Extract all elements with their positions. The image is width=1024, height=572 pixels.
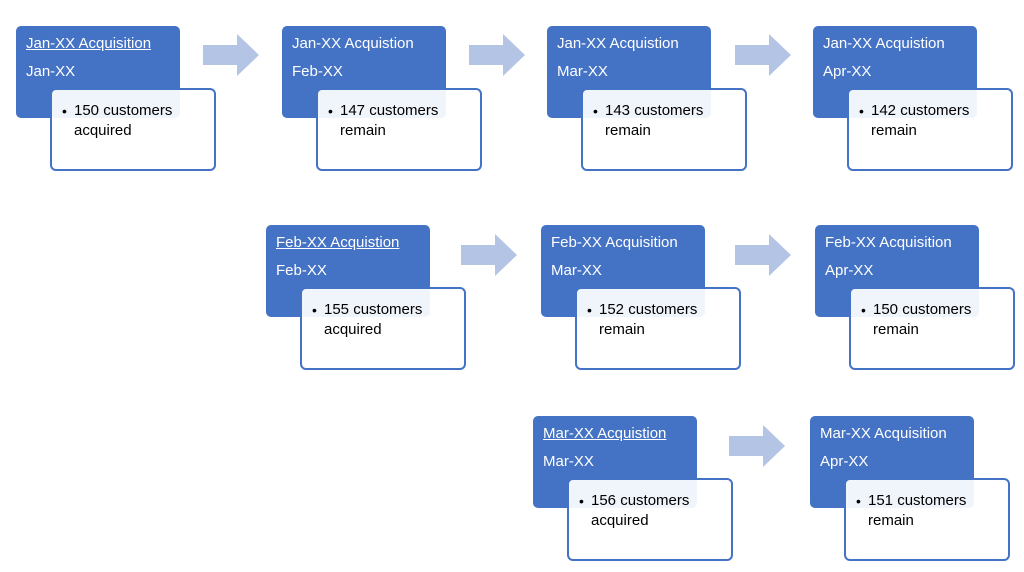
cohort-node-jan-apr: Jan-XX Acquistion Apr-XX • 142 customers … xyxy=(813,26,1015,176)
node-count: 151 customers xyxy=(868,492,967,509)
node-count: 147 customers xyxy=(340,102,439,119)
node-title: Feb-XX Acquisition xyxy=(551,234,678,251)
right-arrow-icon xyxy=(461,234,517,276)
node-title: Feb-XX Acquisition xyxy=(825,234,952,251)
node-detail-box: • 142 customers remain xyxy=(847,88,1013,171)
node-period: Apr-XX xyxy=(820,453,869,470)
node-period: Mar-XX xyxy=(543,453,594,470)
node-detail-box: • 152 customers remain xyxy=(575,287,741,370)
node-period: Mar-XX xyxy=(557,63,608,80)
node-detail-box: • 147 customers remain xyxy=(316,88,482,171)
node-title: Jan-XX Acquistion xyxy=(823,35,945,52)
node-title: Jan-XX Acquistion xyxy=(557,35,679,52)
node-count: 155 customers xyxy=(324,301,423,318)
node-status: acquired xyxy=(74,122,132,139)
node-detail-box: • 151 customers remain xyxy=(844,478,1010,561)
node-count: 156 customers xyxy=(591,492,690,509)
bullet-icon: • xyxy=(593,103,598,119)
bullet-icon: • xyxy=(859,103,864,119)
node-detail-box: • 150 customers acquired xyxy=(50,88,216,171)
cohort-node-feb-feb: Feb-XX Acquistion Feb-XX • 155 customers … xyxy=(266,225,468,375)
node-period: Jan-XX xyxy=(26,63,76,80)
node-count: 150 customers xyxy=(873,301,972,318)
bullet-icon: • xyxy=(328,103,333,119)
bullet-icon: • xyxy=(312,302,317,318)
node-title: Mar-XX Acquisition xyxy=(820,425,947,442)
node-detail-box: • 155 customers acquired xyxy=(300,287,466,370)
cohort-node-mar-mar: Mar-XX Acquistion Mar-XX • 156 customers … xyxy=(533,416,735,566)
cohort-node-jan-mar: Jan-XX Acquistion Mar-XX • 143 customers … xyxy=(547,26,749,176)
node-status: remain xyxy=(868,512,914,529)
node-status: remain xyxy=(599,321,645,338)
cohort-node-mar-apr: Mar-XX Acquisition Apr-XX • 151 customers… xyxy=(810,416,1012,566)
right-arrow-icon xyxy=(469,34,525,76)
node-status: remain xyxy=(871,122,917,139)
cohort-node-jan-feb: Jan-XX Acquistion Feb-XX • 147 customers … xyxy=(282,26,484,176)
node-period: Mar-XX xyxy=(551,262,602,279)
node-status: acquired xyxy=(591,512,649,529)
node-period: Feb-XX xyxy=(276,262,327,279)
node-header: Mar-XX Acquistion Mar-XX xyxy=(533,416,697,508)
bullet-icon: • xyxy=(62,103,67,119)
node-detail-box: • 156 customers acquired xyxy=(567,478,733,561)
node-count: 142 customers xyxy=(871,102,970,119)
right-arrow-icon xyxy=(735,234,791,276)
node-count: 143 customers xyxy=(605,102,704,119)
node-count: 152 customers xyxy=(599,301,698,318)
node-title: Jan-XX Acquistion xyxy=(292,35,414,52)
node-status: remain xyxy=(605,122,651,139)
node-detail-box: • 143 customers remain xyxy=(581,88,747,171)
node-title: Mar-XX Acquistion xyxy=(543,425,667,442)
right-arrow-icon xyxy=(729,425,785,467)
node-detail-box: • 150 customers remain xyxy=(849,287,1015,370)
cohort-node-feb-mar: Feb-XX Acquisition Mar-XX • 152 customers… xyxy=(541,225,743,375)
node-status: remain xyxy=(873,321,919,338)
bullet-icon: • xyxy=(587,302,592,318)
node-title: Jan-XX Acquisition xyxy=(26,35,152,52)
node-period: Feb-XX xyxy=(292,63,343,80)
node-title: Feb-XX Acquistion xyxy=(276,234,400,251)
node-status: acquired xyxy=(324,321,382,338)
node-period: Apr-XX xyxy=(823,63,872,80)
bullet-icon: • xyxy=(856,493,861,509)
right-arrow-icon xyxy=(735,34,791,76)
node-count: 150 customers xyxy=(74,102,173,119)
node-period: Apr-XX xyxy=(825,262,874,279)
cohort-node-jan-jan: Jan-XX Acquisition Jan-XX • 150 customers… xyxy=(16,26,218,176)
right-arrow-icon xyxy=(203,34,259,76)
bullet-icon: • xyxy=(579,493,584,509)
node-status: remain xyxy=(340,122,386,139)
bullet-icon: • xyxy=(861,302,866,318)
cohort-node-feb-apr: Feb-XX Acquisition Apr-XX • 150 customers… xyxy=(815,225,1017,375)
